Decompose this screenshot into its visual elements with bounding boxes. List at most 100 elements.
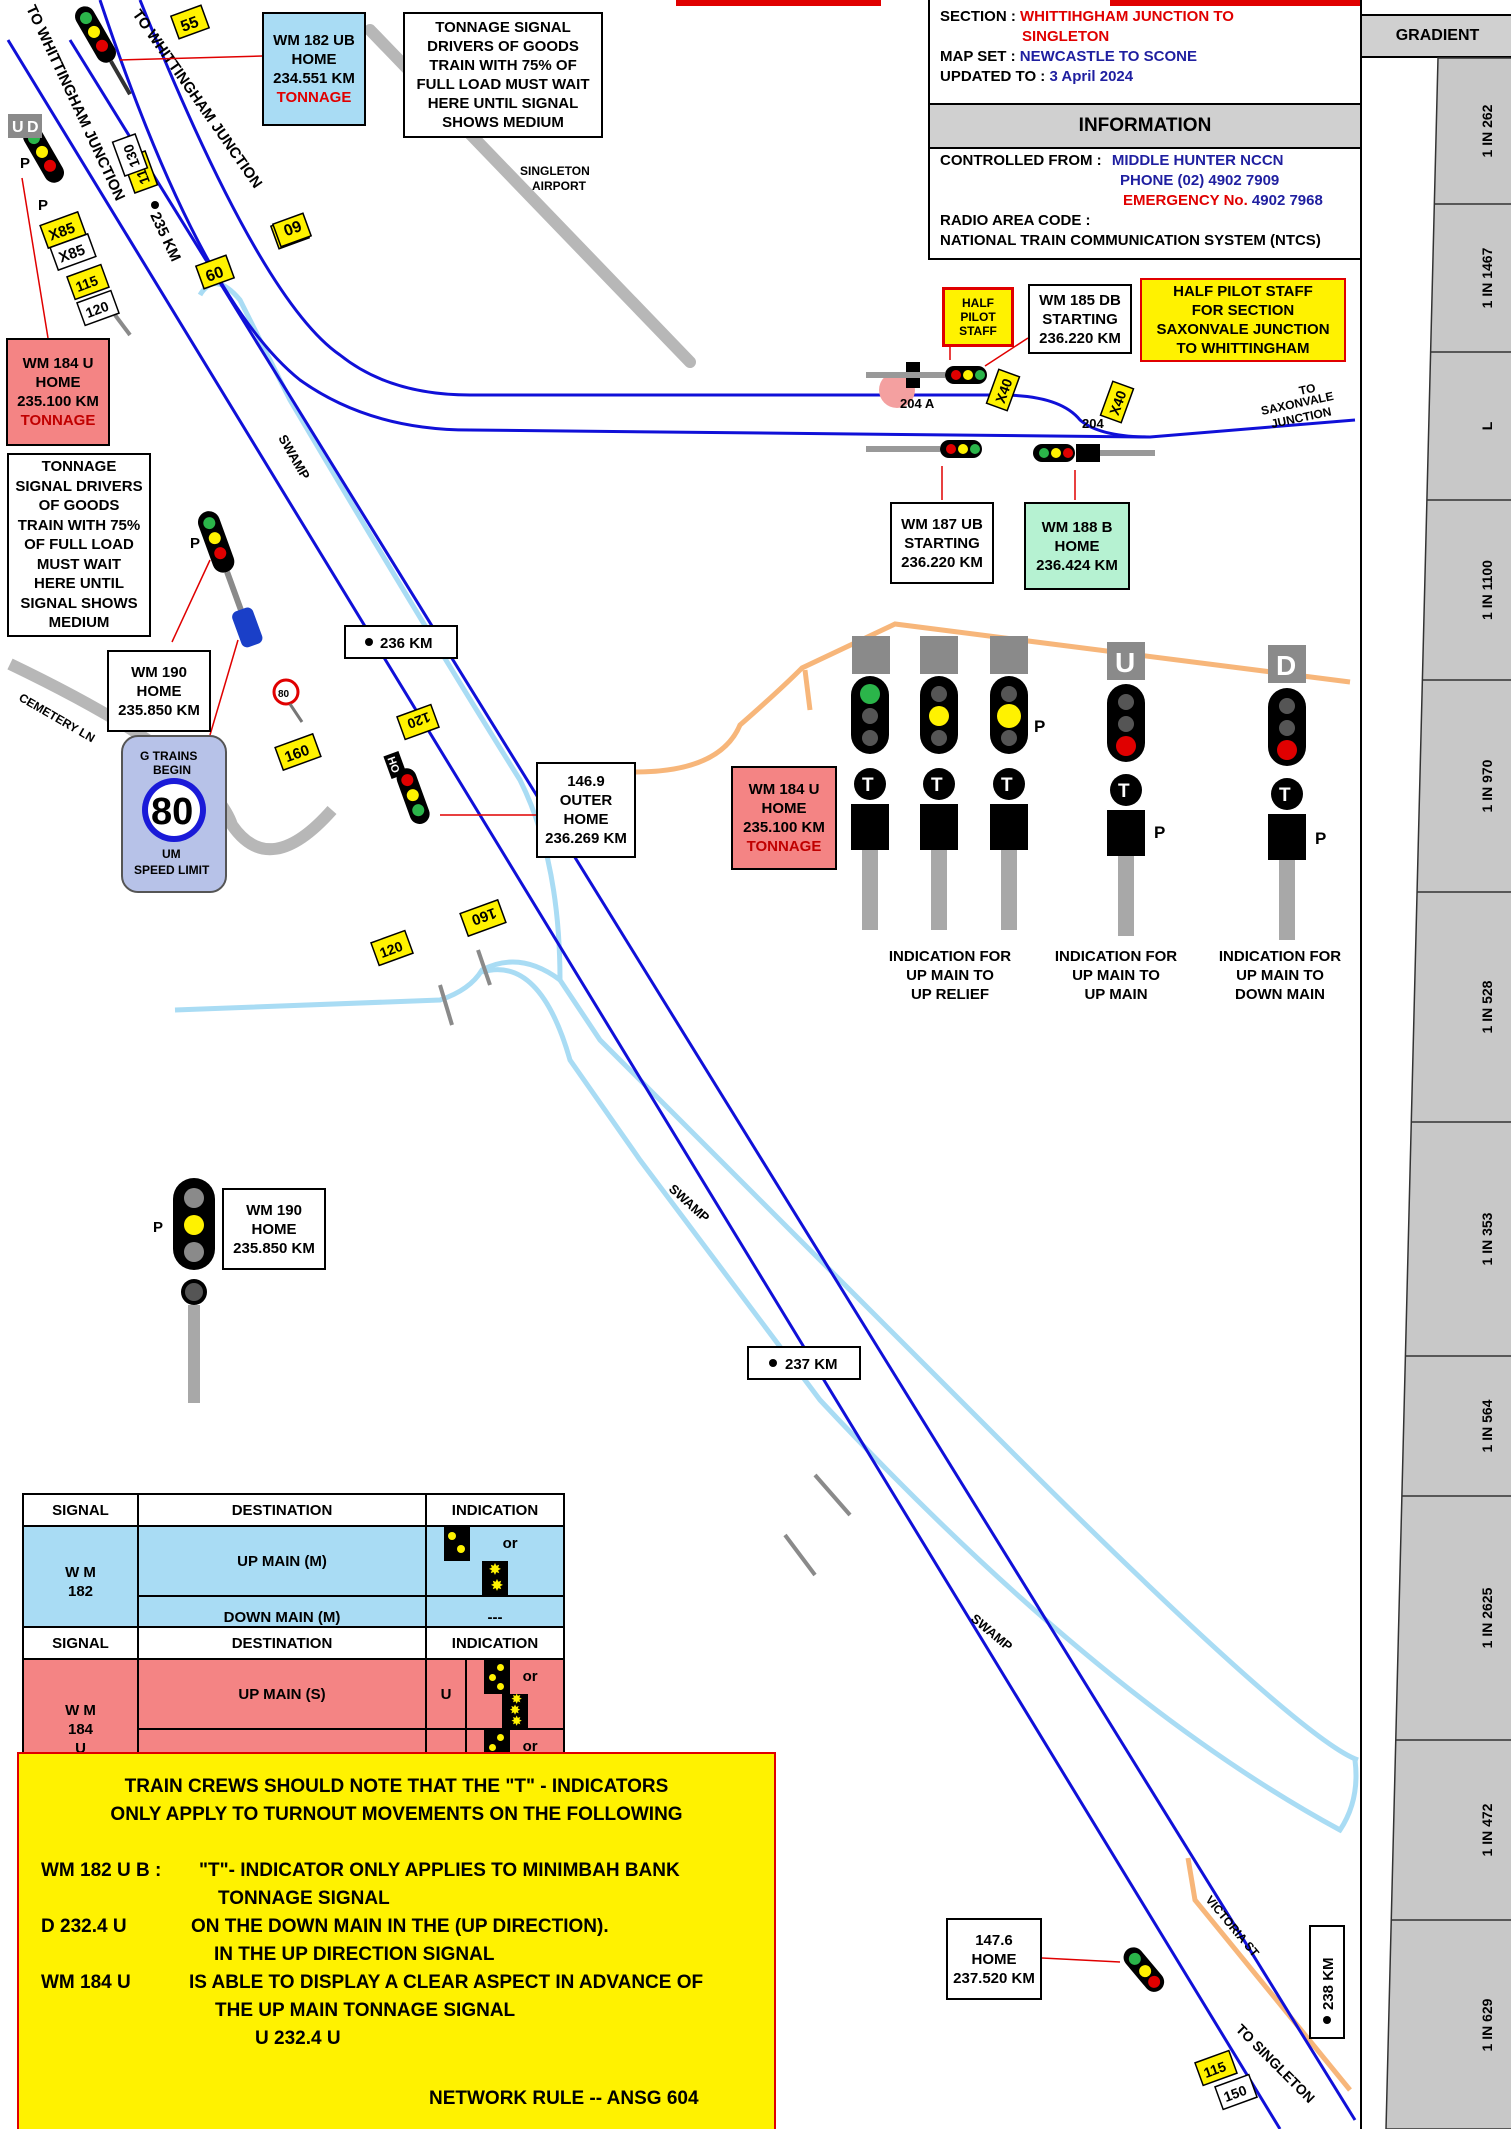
table-header: DESTINATION xyxy=(138,1627,426,1659)
indication-cell: or ✸✸ ✸ xyxy=(466,1659,564,1729)
tonnage-note-top: TONNAGE SIGNAL DRIVERS OF GOODS TRAIN WI… xyxy=(403,12,603,138)
wm184-box-mid: WM 184 U HOME 235.100 KM TONNAGE xyxy=(731,766,837,870)
svg-text:T: T xyxy=(931,775,943,796)
g-trains-speed-limit-sign: G TRAINS BEGIN 80 UM SPEED LIMIT xyxy=(122,736,226,892)
bridge-mark xyxy=(115,315,130,335)
speed-sign-120: 120 xyxy=(371,931,413,966)
notice-val-c2: THE UP MAIN TONNAGE SIGNAL xyxy=(215,2000,515,2022)
t-indicator-notice: TRAIN CREWS SHOULD NOTE THAT THE "T" - I… xyxy=(17,1752,776,2129)
notice-val-a2: TONNAGE SIGNAL xyxy=(218,1888,390,1910)
radio-value: NATIONAL TRAIN COMMUNICATION SYSTEM (NTC… xyxy=(940,232,1321,249)
gradient-segment-label: 1 IN 970 xyxy=(1479,760,1495,813)
signal-wm190-large xyxy=(173,1178,215,1403)
orange-road-2 xyxy=(805,670,810,710)
svg-text:U: U xyxy=(12,119,24,136)
svg-text:236 KM: 236 KM xyxy=(380,635,433,652)
p-marker: P xyxy=(1034,717,1045,736)
ud-indicator: U D xyxy=(8,114,42,138)
table-header: SIGNAL xyxy=(23,1627,138,1659)
indication-caption-1: INDICATION FOR UP MAIN TO UP RELIEF xyxy=(870,944,1030,1006)
wm182-box: WM 182 UB HOME 234.551 KM TONNAGE xyxy=(262,12,366,126)
victoria-label: VICTORIA ST xyxy=(1203,1893,1263,1960)
network-rule: NETWORK RULE -- ANSG 604 xyxy=(429,2088,699,2110)
destination-cell: UP MAIN (M) xyxy=(138,1526,426,1596)
notice-val-c1: IS ABLE TO DISPLAY A CLEAR ASPECT IN ADV… xyxy=(189,1972,703,1994)
gradient-segment-label: 1 IN 629 xyxy=(1479,1998,1495,2051)
wm188-box: WM 188 B HOME 236.424 KM xyxy=(1024,502,1130,590)
indication-signal-u: U T xyxy=(1107,642,1145,936)
bridge-mark xyxy=(785,1535,815,1575)
notice-key-c: WM 184 U xyxy=(41,1972,131,1994)
p-marker: P xyxy=(20,155,30,172)
singleton-airport-label: SINGLETON xyxy=(520,164,590,178)
table-header: SIGNAL xyxy=(23,1494,138,1526)
svg-text:BEGIN: BEGIN xyxy=(153,763,191,777)
indication-cell: or ✸ ✸ xyxy=(426,1526,564,1596)
speed-sign-160: 160 xyxy=(460,900,506,936)
wm190-box-lower: WM 190 HOME 235.850 KM xyxy=(222,1188,326,1270)
emergency-row: EMERGENCY No. 4902 7968 xyxy=(1123,192,1323,209)
notice-val-c3: U 232.4 U xyxy=(255,2028,341,2050)
svg-text:238 KM: 238 KM xyxy=(1320,1957,1337,2010)
section-row: SECTION : WHITTIHGHAM JUNCTION TO xyxy=(940,8,1234,25)
phone-number: PHONE (02) 4902 7909 xyxy=(1120,172,1279,189)
signal-table-wm182: SIGNAL DESTINATION INDICATION W M 182 UP… xyxy=(22,1493,565,1639)
gradient-segment-label: 1 IN 472 xyxy=(1479,1804,1495,1857)
speed-sign-150: 150 xyxy=(1215,2075,1257,2110)
p-marker: P xyxy=(38,197,48,214)
indication-signal-d: D T xyxy=(1268,645,1306,940)
updated-row: UPDATED TO : 3 April 2024 xyxy=(940,68,1133,85)
ho-tag: HO xyxy=(383,751,406,779)
notice-val-b1: ON THE DOWN MAIN IN THE (UP DIRECTION). xyxy=(191,1916,609,1938)
wm184-box-left: WM 184 U HOME 235.100 KM TONNAGE xyxy=(6,338,110,446)
km-237-marker: 237 KM xyxy=(748,1347,860,1379)
indication-caption-3: INDICATION FOR UP MAIN TO DOWN MAIN xyxy=(1200,944,1360,1006)
speed-sign-60-yellow: 60 xyxy=(273,213,311,246)
p-marker: P xyxy=(1154,823,1165,842)
km-235-marker: 235 KM xyxy=(146,201,184,264)
notice-key-a: WM 182 U B : xyxy=(41,1860,161,1882)
notice-val-b2: IN THE UP DIRECTION SIGNAL xyxy=(214,1944,494,1966)
svg-text:T: T xyxy=(1279,785,1291,806)
gradient-segment-label: 1 IN 1467 xyxy=(1479,248,1495,309)
svg-text:80: 80 xyxy=(151,791,193,833)
info-panel: SECTION : WHITTIHGHAM JUNCTION TO SINGLE… xyxy=(928,0,1362,260)
outer-home-1469-box: 146.9 OUTER HOME 236.269 KM xyxy=(536,762,636,858)
speed-sign-120: 120 xyxy=(397,705,439,740)
singleton-airport-label: AIRPORT xyxy=(532,179,587,193)
section-value: WHITTIHGHAM JUNCTION TO xyxy=(1020,8,1234,25)
home-1476-box: 147.6 HOME 237.520 KM xyxy=(946,1918,1042,2000)
speed-sign-60: 60 xyxy=(196,255,234,288)
wm190-box: WM 190 HOME 235.850 KM xyxy=(107,650,211,732)
mapset-row: MAP SET : NEWCASTLE TO SCONE xyxy=(940,48,1197,65)
updated-value: 3 April 2024 xyxy=(1049,68,1133,85)
signal-cell: W M 182 xyxy=(23,1526,138,1638)
svg-text:UM: UM xyxy=(162,847,181,861)
bridge-mark xyxy=(815,1475,850,1515)
svg-text:D: D xyxy=(1276,650,1296,681)
svg-text:D: D xyxy=(27,119,39,136)
section-label: SECTION : xyxy=(940,8,1016,25)
speed-sign-80-round: 80 xyxy=(274,680,302,722)
indication-signal-3: T xyxy=(990,636,1028,930)
table-header: DESTINATION xyxy=(138,1494,426,1526)
signal-home-1476 xyxy=(1119,1943,1168,1996)
gradient-segment-label: 1 IN 262 xyxy=(1479,105,1495,158)
notice-line-2: ONLY APPLY TO TURNOUT MOVEMENTS ON THE F… xyxy=(19,1804,774,1826)
updated-label: UPDATED TO : xyxy=(940,68,1045,85)
aspect-icon-medium xyxy=(484,1660,510,1694)
indication-signal-1: T xyxy=(851,636,890,930)
aspect-icon-flashing: ✸ ✸ xyxy=(482,1561,508,1595)
signal-wm190 xyxy=(195,508,264,649)
half-pilot-staff-box: HALF PILOT STAFF xyxy=(942,287,1014,347)
svg-text:U: U xyxy=(1115,647,1135,678)
gradient-segment-label: L xyxy=(1479,422,1495,431)
svg-text:80: 80 xyxy=(278,689,290,700)
wm185-box: WM 185 DB STARTING 236.220 KM xyxy=(1028,284,1132,354)
speed-sign-55: 55 xyxy=(171,5,209,38)
mapset-value: NEWCASTLE TO SCONE xyxy=(1020,48,1197,65)
route-letter-cell: U xyxy=(426,1659,466,1729)
half-pilot-section-box: HALF PILOT STAFF FOR SECTION SAXONVALE J… xyxy=(1140,278,1346,362)
speed-sign-160: 160 xyxy=(275,734,321,770)
gradient-segment-label: 1 IN 564 xyxy=(1479,1400,1495,1453)
